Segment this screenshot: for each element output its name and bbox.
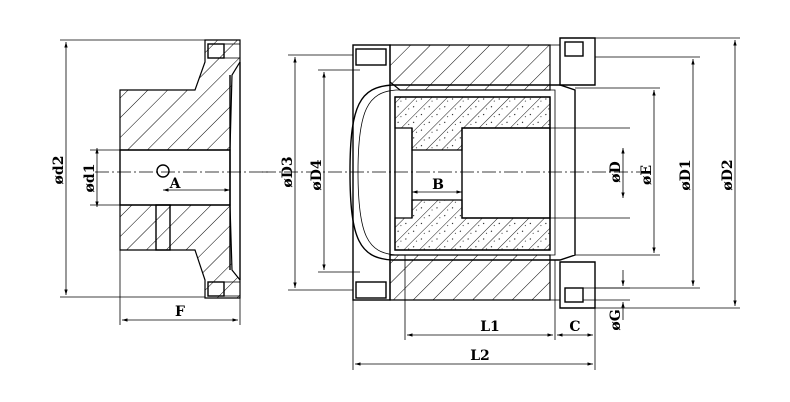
hub-upper-section	[119, 39, 241, 151]
inner-hub-lower	[394, 199, 551, 251]
dim-D4: øD4	[309, 159, 325, 190]
dim-D2: øD2	[720, 159, 736, 190]
dim-D3: øD3	[280, 156, 296, 187]
outer-sleeve-bottom	[389, 254, 551, 301]
dim-D1: øD1	[678, 159, 694, 190]
dim-L1: L1	[480, 319, 500, 335]
inner-cup	[349, 84, 576, 261]
left-hub-view: ød2 ød1 A F	[51, 39, 270, 325]
dim-C: C	[569, 319, 580, 335]
dim-F: F	[175, 304, 185, 320]
hub-lower-section	[119, 204, 241, 299]
dim-L2: L2	[470, 348, 490, 364]
dim-B: B	[432, 177, 444, 193]
outer-sleeve-top	[389, 44, 551, 91]
right-assembly-view: øD3 øD4 B øD øE øD1 øD2 øG	[262, 37, 740, 370]
dim-d1: ød1	[82, 164, 98, 193]
dim-d2: ød2	[51, 156, 67, 185]
dim-E: øE	[639, 165, 655, 185]
dim-G: øG	[608, 309, 624, 330]
set-screw-icon	[156, 164, 170, 178]
dim-D: øD	[608, 161, 624, 182]
inner-hub-upper	[394, 96, 551, 151]
dim-A: A	[169, 176, 182, 192]
